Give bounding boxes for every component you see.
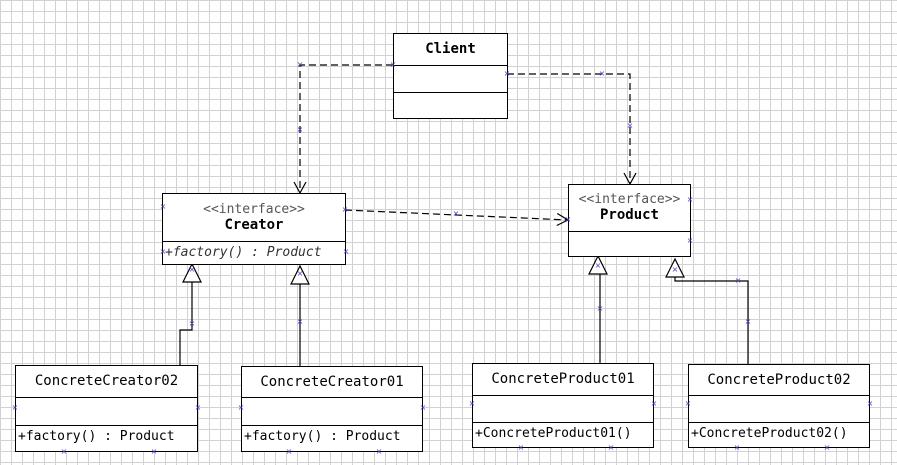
creator-name-section: <<interface>> Creator	[163, 194, 345, 241]
product-interface[interactable]: <<interface>> Product	[568, 184, 691, 257]
concrete-product-01-operations-section: +ConcreteProduct01()	[473, 422, 653, 447]
concrete-creator-01-attributes-section	[242, 397, 422, 425]
selection-handle-icon: ×	[823, 443, 831, 452]
selection-handle-icon: ×	[188, 319, 196, 328]
client-operations-section	[394, 92, 507, 118]
selection-handle-icon: ×	[188, 265, 196, 274]
concrete-creator-02-operations-section: +factory() : Product	[16, 425, 197, 451]
dependency-creator-product[interactable]	[344, 209, 570, 227]
realization-cp02-product[interactable]	[674, 277, 749, 364]
realization-triangle-cc01	[290, 264, 310, 285]
selection-handle-icon: ×	[452, 209, 460, 218]
concrete-creator-01-name: ConcreteCreator01	[260, 373, 404, 390]
concrete-product-01-name-section: ConcreteProduct01	[473, 364, 653, 395]
selection-handle-icon: ×	[11, 403, 19, 412]
selection-handle-icon: ×	[296, 60, 304, 69]
selection-handle-icon: ×	[517, 443, 525, 452]
product-name-section: <<interface>> Product	[569, 185, 690, 231]
concrete-creator-01-name-section: ConcreteCreator01	[242, 367, 422, 397]
concrete-product-02-name: ConcreteProduct02	[707, 371, 851, 388]
selection-handle-icon: ×	[734, 276, 742, 285]
concrete-product-02-operations-section: +ConcreteProduct02()	[689, 422, 869, 447]
selection-handle-icon: ×	[296, 269, 304, 278]
client-class[interactable]: Client	[393, 33, 508, 119]
client-attributes-section	[394, 65, 507, 92]
creator-stereotype: <<interface>>	[203, 201, 305, 217]
selection-handle-icon: ×	[596, 304, 604, 313]
selection-handle-icon: ×	[594, 261, 602, 270]
creator-operation-factory: +factory() : Product	[165, 245, 322, 260]
creator-interface[interactable]: <<interface>> Creator +factory() : Produ…	[162, 193, 346, 265]
realization-triangle-cc02	[182, 262, 202, 283]
selection-handle-icon: ×	[237, 403, 245, 412]
selection-handle-icon: ×	[296, 317, 304, 326]
selection-handle-icon: ×	[194, 403, 202, 412]
concrete-product-02-operation-constructor: +ConcreteProduct02()	[691, 426, 848, 441]
selection-handle-icon: ×	[866, 399, 874, 408]
selection-handle-icon: ×	[296, 125, 304, 134]
realization-triangle-cp01	[588, 254, 608, 275]
dependency-client-product[interactable]	[507, 73, 637, 186]
selection-handle-icon: ×	[159, 202, 167, 211]
concrete-product-02-attributes-section	[689, 395, 869, 422]
selection-handle-icon: ×	[150, 447, 158, 456]
selection-handle-icon: ×	[686, 195, 694, 204]
client-name-section: Client	[394, 34, 507, 65]
concrete-product-01-attributes-section	[473, 395, 653, 422]
concrete-creator-02-operation-factory: +factory() : Product	[18, 429, 175, 444]
selection-handle-icon: ×	[686, 236, 694, 245]
realization-cc02-creator[interactable]	[179, 282, 193, 365]
concrete-product-01-operation-constructor: +ConcreteProduct01()	[475, 426, 632, 441]
concrete-creator-02-attributes-section	[16, 397, 197, 425]
concrete-product-01-name: ConcreteProduct01	[491, 371, 635, 387]
selection-handle-icon: ×	[744, 317, 752, 326]
selection-handle-icon: ×	[285, 447, 293, 456]
selection-handle-icon: ×	[159, 247, 167, 256]
concrete-product-02-name-section: ConcreteProduct02	[689, 365, 869, 395]
product-operations-section	[569, 231, 690, 256]
selection-handle-icon: ×	[671, 265, 679, 274]
realization-triangle-cp02	[665, 257, 685, 278]
selection-handle-icon: ×	[468, 399, 476, 408]
concrete-creator-01-operation-factory: +factory() : Product	[244, 429, 401, 444]
selection-handle-icon: ×	[684, 399, 692, 408]
selection-handle-icon: ×	[503, 69, 511, 78]
concrete-product-01-class[interactable]: ConcreteProduct01 +ConcreteProduct01()	[472, 363, 654, 448]
concrete-creator-01-class[interactable]: ConcreteCreator01 +factory() : Product	[241, 366, 423, 452]
creator-class-name: Creator	[224, 216, 284, 233]
selection-handle-icon: ×	[626, 121, 634, 130]
concrete-creator-02-name: ConcreteCreator02	[34, 373, 179, 389]
product-stereotype: <<interface>>	[578, 192, 681, 207]
concrete-product-02-class[interactable]: ConcreteProduct02 +ConcreteProduct02()	[688, 364, 870, 448]
selection-handle-icon: ×	[419, 403, 427, 412]
selection-handle-icon: ×	[650, 399, 658, 408]
selection-handle-icon: ×	[342, 247, 350, 256]
selection-handle-icon: ×	[598, 69, 606, 78]
selection-handle-icon: ×	[60, 447, 68, 456]
selection-handle-icon: ×	[389, 60, 397, 69]
dependency-client-creator[interactable]	[293, 64, 393, 195]
selection-handle-icon: ×	[375, 447, 383, 456]
concrete-creator-02-name-section: ConcreteCreator02	[16, 366, 197, 397]
concrete-creator-02-class[interactable]: ConcreteCreator02 +factory() : Product	[15, 365, 198, 452]
product-class-name: Product	[599, 207, 659, 223]
selection-handle-icon: ×	[607, 443, 615, 452]
selection-handle-icon: ×	[341, 205, 349, 214]
concrete-creator-01-operations-section: +factory() : Product	[242, 425, 422, 451]
selection-handle-icon: ×	[564, 215, 572, 224]
selection-handle-icon: ×	[733, 443, 741, 452]
creator-operations-section: +factory() : Product	[163, 241, 345, 264]
client-class-name: Client	[425, 41, 476, 57]
